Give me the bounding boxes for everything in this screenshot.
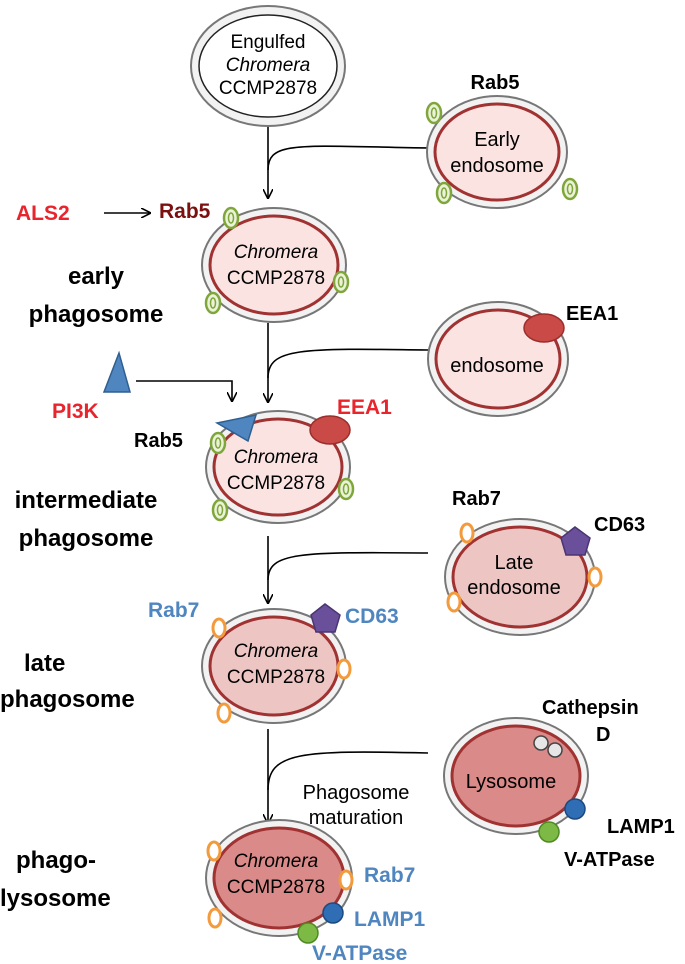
late-endosome-line2: endosome — [467, 577, 560, 599]
rab7-marker — [587, 566, 603, 588]
early-stage-label-line2: phagosome — [29, 301, 164, 328]
engulfed-line2: Chromera — [226, 55, 310, 76]
fusion-arrow-1 — [268, 127, 431, 198]
early-phagosome: Chromera CCMP2878 — [201, 206, 350, 323]
phagolysosome-line2: CCMP2878 — [227, 877, 325, 898]
late-cd63-label: CD63 — [345, 605, 399, 628]
rab5-marker — [561, 177, 579, 201]
rab5-marker — [222, 206, 240, 230]
lysosome-label: Lysosome — [466, 771, 556, 793]
rab7-marker — [206, 840, 222, 862]
cd63-marker — [560, 526, 591, 556]
lysosome-vatpase-label: V-ATPase — [564, 849, 655, 871]
late-rab7-label: Rab7 — [148, 599, 199, 622]
rab7-marker — [338, 869, 354, 891]
early-stage-left-labels: ALS2 Rab5 — [16, 200, 211, 225]
rab5-marker — [211, 498, 229, 522]
phagolysosome-rab7-label: Rab7 — [364, 864, 415, 887]
cathepsin-d-marker — [533, 735, 549, 751]
early-endosome-line2: endosome — [450, 155, 543, 177]
pi3k-icon — [102, 350, 131, 393]
lysosome: Lysosome Cathepsin D LAMP1 V-ATPase — [443, 697, 675, 871]
intermediate-rab5-label: Rab5 — [134, 430, 183, 452]
late-endosome-rab7-label: Rab7 — [452, 488, 501, 510]
early-phagosome-line2: CCMP2878 — [227, 268, 325, 289]
intermediate-stage-label-line1: intermediate — [15, 487, 158, 514]
eea1-endosome-eea1-label: EEA1 — [566, 303, 618, 325]
early-phagosome-line1: Chromera — [234, 242, 318, 263]
early-endosome-line1: Early — [474, 129, 520, 151]
late-stage-label-line1: late — [24, 650, 65, 677]
eea1-endosome: endosome EEA1 — [427, 301, 618, 417]
vatpase-marker — [297, 922, 319, 944]
intermediate-stage-left-labels: PI3K EEA1 Rab5 — [52, 350, 392, 452]
intermediate-phagosome-line2: CCMP2878 — [227, 473, 325, 494]
rab7-marker — [459, 522, 475, 544]
intermediate-phagosome: Chromera CCMP2878 — [205, 410, 355, 524]
rab5-marker — [332, 270, 350, 294]
phagolysosome-stage-label-line2: lysosome — [0, 885, 111, 912]
phagolysosome: Chromera CCMP2878 Rab7 LAMP1 V-ATPase — [205, 819, 425, 964]
rab7-marker — [216, 702, 232, 724]
eea1-marker — [309, 415, 351, 445]
rab7-marker — [446, 591, 462, 613]
pi3k-bound-icon — [214, 414, 258, 443]
late-endosome: Rab7 Late endosome CD63 — [444, 488, 645, 636]
cathepsin-d-marker — [547, 742, 563, 758]
late-endosome-line1: Late — [495, 552, 534, 574]
engulfed-cell: Engulfed Chromera CCMP2878 — [190, 5, 346, 127]
lamp1-marker — [564, 798, 586, 820]
rab5-marker — [337, 477, 355, 501]
maturation-label-line2: maturation — [309, 807, 404, 829]
late-phagosome: Chromera CCMP2878 — [201, 603, 352, 724]
eea1-marker — [523, 313, 565, 343]
cathepsin-label-line2: D — [596, 724, 610, 746]
early-stage-label-line1: early — [68, 263, 125, 290]
late-phagosome-line1: Chromera — [234, 641, 318, 662]
eea1-endosome-label: endosome — [450, 355, 543, 377]
intermediate-phagosome-line1: Chromera — [234, 447, 318, 468]
early-endosome: Rab5 Early endosome — [425, 72, 579, 209]
pi3k-label: PI3K — [52, 400, 99, 423]
rab5-marker — [204, 291, 222, 315]
rab7-marker — [207, 907, 223, 929]
fusion-arrow-2 — [268, 323, 429, 402]
eea1-recruited-label: EEA1 — [337, 396, 392, 419]
intermediate-stage-label-line2: phagosome — [19, 525, 154, 552]
phagolysosome-stage-label-line1: phago- — [16, 847, 96, 874]
cathepsin-label-line1: Cathepsin — [542, 697, 639, 719]
engulfed-line1: Engulfed — [230, 32, 305, 53]
late-stage-label-line2: phagosome — [0, 686, 135, 713]
vatpase-marker — [538, 821, 560, 843]
phagolysosome-vatpase-label: V-ATPase — [312, 942, 407, 964]
lysosome-lamp1-label: LAMP1 — [607, 816, 675, 838]
rab7-marker — [211, 617, 227, 639]
engulfed-line3: CCMP2878 — [219, 78, 317, 99]
als2-label: ALS2 — [16, 202, 70, 225]
cd63-marker — [310, 603, 341, 633]
late-endosome-cd63-label: CD63 — [594, 514, 645, 536]
fusion-arrow-3 — [268, 536, 429, 603]
lamp1-marker — [322, 902, 344, 924]
rab5-marker — [425, 101, 443, 125]
rab7-marker — [336, 658, 352, 680]
late-phagosome-line2: CCMP2878 — [227, 667, 325, 688]
rab5-marker — [209, 431, 227, 455]
maturation-label-line1: Phagosome — [303, 782, 410, 804]
rab5-regulated-label: Rab5 — [159, 200, 211, 223]
early-endosome-rab5-label: Rab5 — [471, 72, 520, 94]
rab5-marker — [435, 181, 453, 205]
phagolysosome-lamp1-label: LAMP1 — [354, 908, 425, 931]
fusion-arrow-4 — [268, 729, 429, 823]
phagolysosome-line1: Chromera — [234, 851, 318, 872]
